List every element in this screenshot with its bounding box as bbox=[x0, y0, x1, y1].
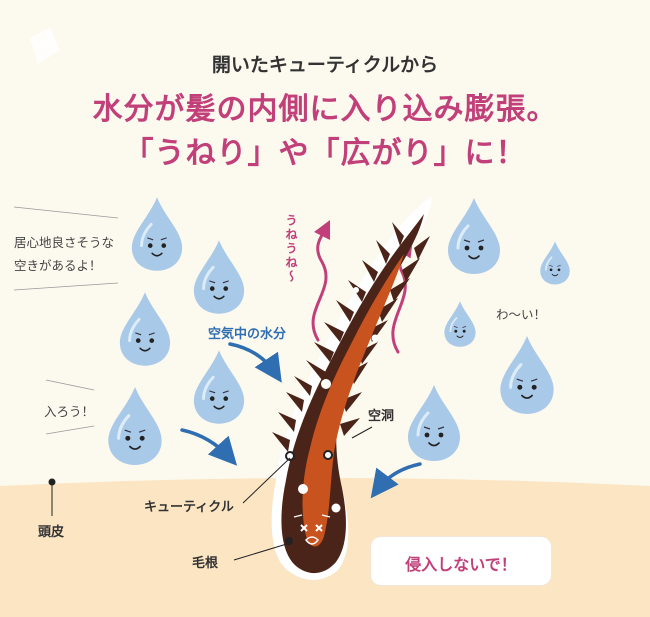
hair-core bbox=[302, 254, 404, 547]
cuticle-marker bbox=[285, 451, 295, 461]
root-label: 毛根 bbox=[192, 556, 219, 571]
blue-arrow bbox=[228, 342, 282, 383]
speech-bubble-text: 侵入しないで！ bbox=[405, 555, 517, 574]
root-marker bbox=[285, 537, 293, 545]
hair-strand bbox=[271, 196, 432, 580]
water-droplet bbox=[192, 238, 246, 316]
corner-decoration bbox=[30, 28, 60, 64]
speech-left-top-line2: 空きがあるよ！ bbox=[14, 258, 102, 273]
cuticle-label: キューティクル bbox=[144, 500, 234, 515]
speech-right: わ〜い！ bbox=[496, 307, 547, 322]
blue-arrow bbox=[180, 428, 238, 466]
water-droplet bbox=[539, 240, 571, 286]
water-droplet bbox=[106, 385, 164, 467]
pink-wavy-arrow bbox=[311, 219, 331, 342]
blue-arrow bbox=[370, 462, 422, 499]
water-label: 空気中の水分 bbox=[208, 327, 287, 342]
water-droplet bbox=[192, 348, 246, 426]
speech-lines-left-top bbox=[13, 206, 119, 291]
cuticle-marker bbox=[323, 450, 333, 460]
water-droplet bbox=[443, 300, 477, 348]
water-droplet bbox=[446, 196, 502, 276]
scalp-label: 頭皮 bbox=[38, 525, 65, 540]
water-droplet bbox=[130, 195, 184, 273]
leader-lines bbox=[48, 426, 373, 561]
cavity-label: 空洞 bbox=[368, 409, 395, 424]
speech-lines-left-mid bbox=[45, 379, 95, 435]
water-droplet bbox=[406, 383, 462, 463]
headline-line-2: 「うねり」や「広がり」に！ bbox=[123, 136, 527, 171]
speech-bubble bbox=[371, 537, 551, 585]
water-droplet bbox=[498, 334, 556, 416]
water-entry-arrows bbox=[180, 342, 422, 499]
hair-root-face bbox=[293, 514, 331, 545]
speech-left-mid: 入ろう！ bbox=[44, 404, 95, 419]
cavity-dots bbox=[298, 287, 379, 513]
wavy-label: うねうね〜 bbox=[284, 214, 298, 284]
speech-left-top-line1: 居心地良さそうな bbox=[14, 235, 115, 250]
water-droplet bbox=[118, 290, 172, 368]
headline-line-1: 水分が髪の内側に入り込み膨張。 bbox=[92, 92, 558, 127]
subtitle: 開いたキューティクルから bbox=[211, 54, 439, 76]
